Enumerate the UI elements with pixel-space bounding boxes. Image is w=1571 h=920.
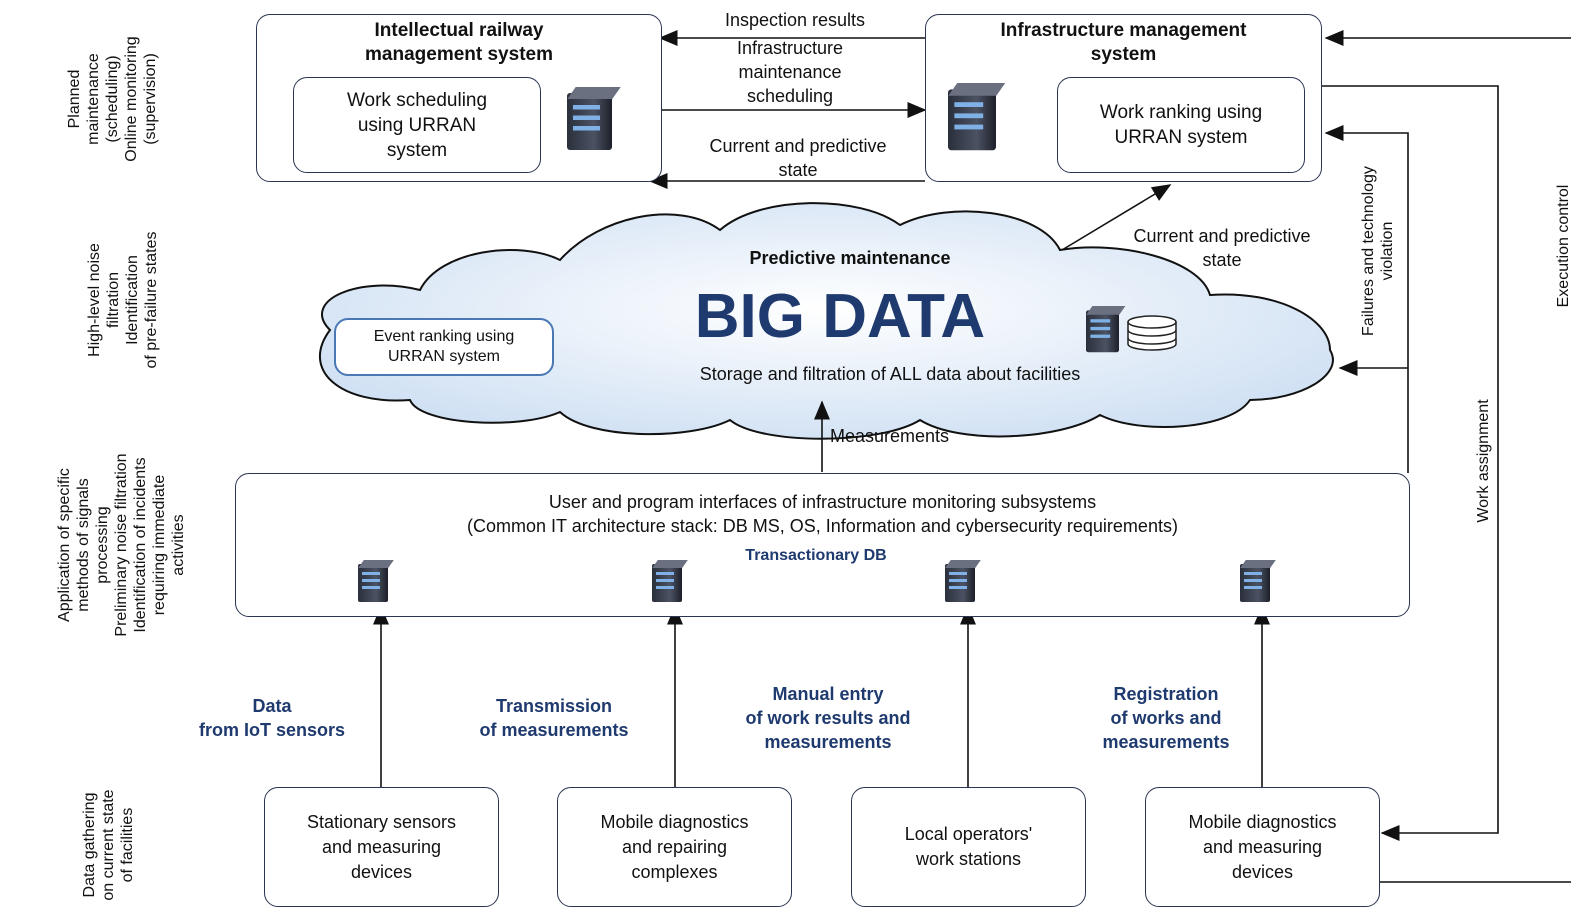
planned-maintenance-label: Planned maintenance (scheduling) Online … xyxy=(66,36,159,162)
server-icon xyxy=(652,560,688,602)
manual-entry-label: Manual entry of work results and measure… xyxy=(745,684,911,752)
maintenance-scheduling-label: Infrastructure maintenance scheduling xyxy=(736,38,844,106)
stationary-sensors-box: Stationary sensors and measuring devices xyxy=(264,787,499,907)
storage-filtration-label: Storage and filtration of ALL data about… xyxy=(699,364,1081,384)
work-assignment-label: Work assignment xyxy=(1475,399,1492,523)
big-data-title: BIG DATA xyxy=(694,282,986,351)
infrastructure-management-title: Infrastructure management system xyxy=(1000,20,1247,65)
registration-label: Registration of works and measurements xyxy=(1102,684,1230,752)
work-scheduling-box: Work scheduling using URRAN system xyxy=(293,77,541,173)
high-level-filtration-label: High-level noise filtration Identificati… xyxy=(86,231,160,369)
operator-workstations-box: Local operators' work stations xyxy=(851,787,1086,907)
mobile-repair-complexes-box: Mobile diagnostics and repairing complex… xyxy=(557,787,792,907)
signal-processing-label: Application of specific methods of signa… xyxy=(56,453,187,637)
server-icon xyxy=(567,87,621,150)
inspection-results-label: Inspection results xyxy=(724,10,866,30)
server-icon xyxy=(1086,306,1126,353)
transactionary-db-label: Transactionary DB xyxy=(745,547,887,564)
server-icon xyxy=(945,560,981,602)
mobile-measuring-devices-box: Mobile diagnostics and measuring devices xyxy=(1145,787,1380,907)
interfaces-line1: User and program interfaces of infrastru… xyxy=(548,492,1097,512)
current-predictive-state-label: Current and predictive state xyxy=(709,136,887,180)
execution-control-label: Execution control xyxy=(1555,184,1571,308)
cloud-database-icon xyxy=(1127,315,1177,351)
predictive-maintenance-label: Predictive maintenance xyxy=(749,248,951,268)
intellectual-railway-title: Intellectual railway management system xyxy=(365,20,553,65)
monitoring-interfaces-box: User and program interfaces of infrastru… xyxy=(235,473,1410,617)
infrastructure-management-box: Infrastructure management system Work ra… xyxy=(925,14,1322,182)
server-icon xyxy=(1240,560,1276,602)
data-gathering-label: Data gathering on current state of facil… xyxy=(81,789,136,901)
interfaces-line2: (Common IT architecture stack: DB MS, OS… xyxy=(467,516,1178,536)
transmission-label: Transmission of measurements xyxy=(479,696,629,740)
server-icon xyxy=(358,560,394,602)
server-icon xyxy=(948,83,1006,151)
iot-data-label: Data from IoT sensors xyxy=(198,696,346,740)
big-data-cloud xyxy=(318,202,1334,440)
failures-violation-label: Failures and technology violation xyxy=(1360,166,1396,336)
intellectual-railway-system-box: Intellectual railway management system W… xyxy=(256,14,662,182)
work-ranking-box: Work ranking using URRAN system xyxy=(1057,77,1305,173)
event-ranking-box: Event ranking using URRAN system xyxy=(334,318,554,376)
cloud-current-state-label: Current and predictive state xyxy=(1133,226,1311,270)
measurements-label: Measurements xyxy=(830,426,950,446)
